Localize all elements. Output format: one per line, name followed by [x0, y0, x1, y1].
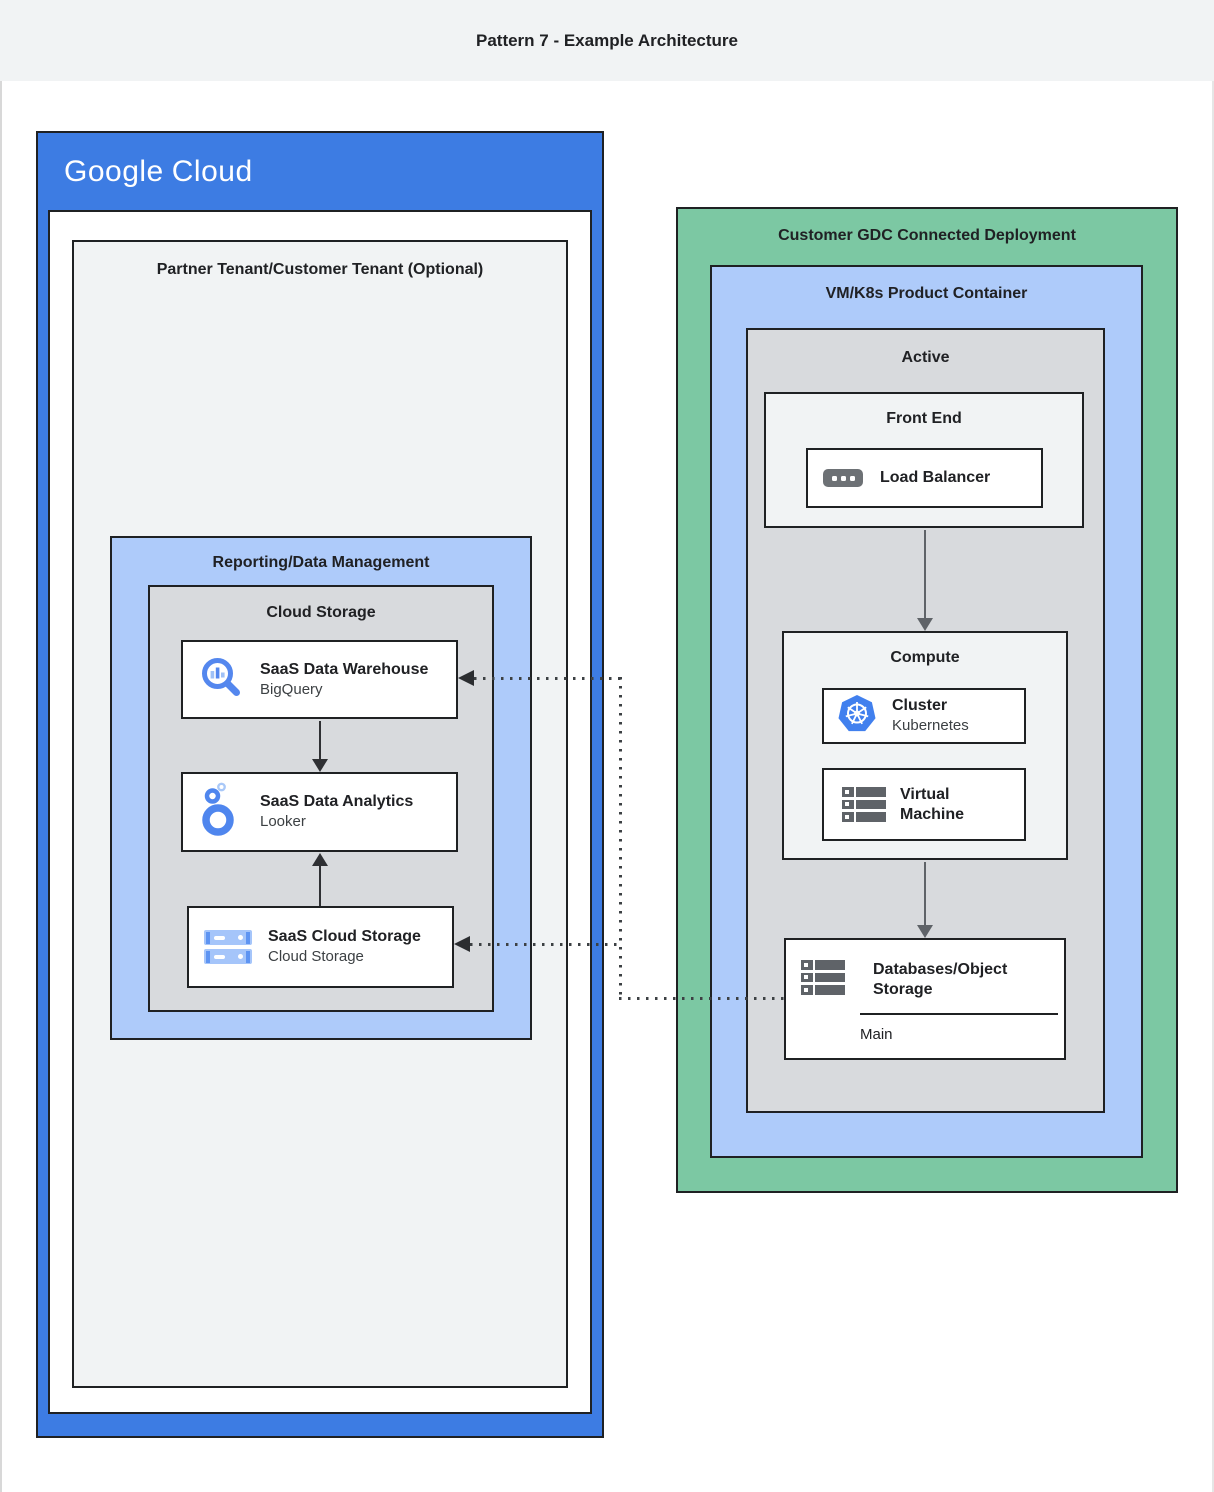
active-box: Active Front End Load Balancer Compute [746, 328, 1105, 1113]
card-title: SaaS Data Analytics [260, 793, 414, 811]
card-saas-cloud-storage: SaaS Cloud Storage Cloud Storage [187, 906, 454, 988]
card-title: Load Balancer [880, 469, 991, 486]
front-end-box: Front End Load Balancer [764, 392, 1084, 528]
gdc-title: Customer GDC Connected Deployment [778, 227, 1076, 244]
page-left-edge [0, 0, 2, 1492]
card-title: Virtual Machine [900, 785, 965, 823]
card-subtitle: Cloud Storage [268, 948, 364, 966]
reporting-box: Reporting/Data Management Cloud Storage [110, 536, 532, 1040]
card-load-balancer: Load Balancer [806, 448, 1043, 508]
virtual-machine-icon [842, 787, 886, 822]
card-subtitle: Looker [260, 813, 306, 831]
page-right-edge [1212, 0, 1214, 1492]
card-databases-object-storage: Databases/Object Storage Main [784, 938, 1066, 1060]
card-title: SaaS Data Warehouse [260, 660, 429, 678]
compute-title: Compute [890, 649, 960, 666]
db-main-label: Main [860, 1026, 893, 1043]
reporting-title: Reporting/Data Management [212, 554, 430, 571]
card-divider [860, 1013, 1058, 1015]
active-title: Active [901, 349, 950, 366]
card-cluster: Cluster Kubernetes [822, 688, 1026, 744]
diagram-header: Pattern 7 - Example Architecture [0, 0, 1214, 81]
bigquery-icon [198, 654, 244, 705]
cloud-storage-box: Cloud Storage [148, 585, 494, 1012]
logo-word-google: Google [64, 155, 164, 188]
card-virtual-machine: Virtual Machine [822, 768, 1026, 841]
looker-icon [198, 781, 244, 844]
card-title: SaaS Cloud Storage [268, 928, 421, 946]
front-end-title: Front End [886, 410, 962, 427]
diagram-title: Pattern 7 - Example Architecture [475, 30, 738, 50]
cloud-storage-title: Cloud Storage [266, 604, 376, 621]
gcp-inner-panel: Partner Tenant/Customer Tenant (Optional… [48, 210, 592, 1414]
storage-server-icon [801, 960, 845, 995]
card-subtitle: BigQuery [260, 680, 323, 698]
card-saas-data-analytics: SaaS Data Analytics Looker [181, 772, 458, 852]
logo-word-cloud: Cloud [171, 155, 253, 188]
kubernetes-icon [836, 694, 878, 739]
compute-box: Compute [782, 631, 1068, 860]
card-saas-data-warehouse: SaaS Data Warehouse BigQuery [181, 640, 458, 719]
card-title: Cluster [892, 697, 948, 715]
partner-tenant-box: Partner Tenant/Customer Tenant (Optional… [72, 240, 568, 1388]
cloud-storage-icon [204, 930, 252, 964]
vmk8s-title: VM/K8s Product Container [825, 285, 1028, 302]
partner-tenant-title: Partner Tenant/Customer Tenant (Optional… [156, 261, 484, 278]
vmk8s-container-box: VM/K8s Product Container Active Front En… [710, 265, 1143, 1158]
gdc-deployment-box: Customer GDC Connected Deployment VM/K8s… [676, 207, 1178, 1193]
card-title: Databases/Object Storage [873, 961, 1008, 998]
load-balancer-icon [823, 469, 863, 487]
card-subtitle: Kubernetes [892, 717, 969, 735]
